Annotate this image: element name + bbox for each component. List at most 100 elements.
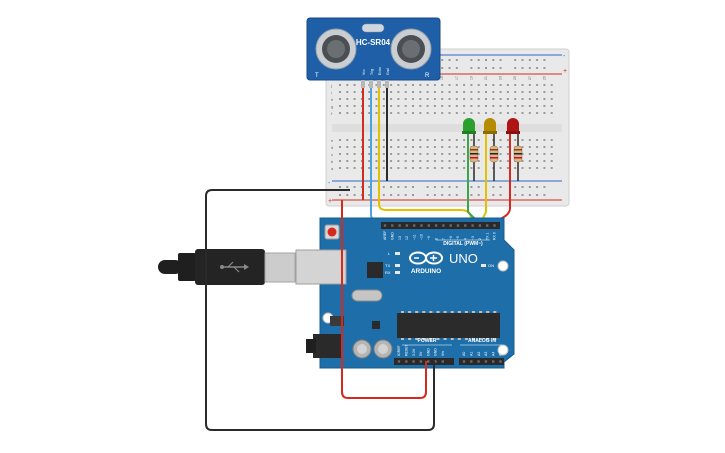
power-pin[interactable] — [405, 360, 408, 363]
power-pin[interactable] — [434, 360, 437, 363]
column-number: 25 — [513, 76, 517, 80]
analog-label: ANALOG IN — [468, 338, 496, 344]
column-number: 19 — [469, 76, 473, 80]
column-number: 29 — [542, 76, 546, 80]
digital-pin-label: 7 — [442, 238, 446, 240]
rail-bottom-plus: + — [328, 198, 332, 205]
digital-pin[interactable] — [471, 224, 474, 227]
power-pin[interactable] — [419, 360, 423, 363]
column-number: 15 — [440, 76, 444, 80]
analog-pin[interactable] — [462, 360, 466, 363]
wire-gnd[interactable] — [205, 189, 435, 431]
usb-port — [295, 249, 347, 285]
digital-pin[interactable] — [405, 224, 409, 227]
led-rx-indicator — [395, 271, 400, 274]
digital-pin[interactable] — [434, 224, 438, 227]
digital-pin[interactable] — [456, 224, 460, 227]
digital-pin[interactable] — [391, 224, 394, 227]
row-letter-bottom: d — [331, 145, 333, 150]
analog-pin-label: A3 — [484, 352, 488, 356]
digital-label: DIGITAL (PWM~) — [443, 241, 483, 247]
row-letter-bottom: a — [331, 166, 334, 171]
row-letter-bottom: c — [331, 152, 333, 157]
wire-5v[interactable] — [341, 200, 427, 399]
digital-pin-label: ~9 — [427, 236, 431, 240]
power-pin[interactable] — [441, 360, 444, 363]
rail-top-minus: - — [563, 53, 566, 60]
analog-pin[interactable] — [470, 360, 473, 363]
power-pin-label: GND — [434, 348, 438, 356]
digital-pin-label: 4 — [464, 238, 468, 240]
led-yellow — [483, 118, 497, 134]
led-on-label: ON — [488, 263, 494, 268]
power-pin-label: 5V — [419, 351, 423, 356]
sensor-pin-vcc: Vcc — [362, 69, 366, 75]
power-header — [394, 358, 454, 365]
led-l-indicator — [395, 252, 400, 255]
reset-button[interactable] — [324, 224, 340, 240]
column-number: 17 — [455, 76, 459, 80]
digital-pin-label: 8 — [434, 238, 438, 240]
power-pin-label: RESET — [405, 343, 409, 356]
microcontroller-chip — [397, 311, 500, 340]
analog-pin-label: A4 — [491, 352, 495, 356]
column-number: 23 — [499, 76, 503, 80]
digital-header — [381, 222, 500, 229]
sensor-pin-trig: Trig — [370, 69, 374, 75]
digital-pin-label: 12 — [405, 236, 409, 240]
analog-header — [459, 358, 504, 365]
power-pin-label: GND — [426, 348, 430, 356]
row-letter-top: j — [330, 83, 332, 88]
digital-pin[interactable] — [478, 224, 482, 227]
transducer-left — [315, 28, 357, 70]
analog-pin[interactable] — [484, 360, 488, 363]
column-number: 21 — [484, 76, 488, 80]
power-jack[interactable] — [313, 334, 343, 358]
digital-pin[interactable] — [442, 224, 445, 227]
power-pin[interactable] — [412, 360, 415, 363]
digital-pin[interactable] — [464, 224, 467, 227]
sensor-pin-echo: Echo — [378, 67, 382, 75]
digital-pin-label: ~6 — [449, 236, 453, 240]
power-pin-label: 3.3V — [412, 348, 416, 356]
analog-pin-label: A1 — [470, 352, 474, 356]
led-on-indicator — [481, 264, 486, 267]
sensor-pin-labels: Vcc Trig Echo Gnd — [362, 67, 390, 75]
led-tx-label: TX — [385, 263, 390, 268]
digital-pin-label: 13 — [398, 236, 402, 240]
power-label: POWER — [418, 338, 437, 344]
digital-pin-label: ~11 — [412, 234, 416, 240]
digital-pin[interactable] — [427, 224, 430, 227]
power-pin[interactable] — [397, 360, 401, 363]
transducer-right — [390, 28, 432, 70]
led-rx-label: RX — [385, 270, 391, 275]
column-number: 27 — [528, 76, 532, 80]
led-green — [462, 118, 476, 134]
digital-pin[interactable] — [413, 224, 416, 227]
power-pin[interactable] — [427, 360, 430, 363]
digital-pin[interactable] — [486, 224, 489, 227]
led-tx-indicator — [395, 264, 400, 267]
usb-chip — [367, 262, 383, 278]
usb-cable[interactable] — [158, 249, 296, 285]
digital-pin[interactable] — [420, 224, 423, 227]
analog-pin[interactable] — [477, 360, 480, 363]
digital-pin[interactable] — [493, 224, 496, 227]
digital-pin[interactable] — [449, 224, 452, 227]
sensor-mark-t: T — [315, 73, 319, 79]
analog-pin-label: A0 — [462, 352, 466, 356]
arduino-model: UNO — [449, 251, 478, 266]
digital-pin[interactable] — [398, 224, 401, 227]
ultrasonic-sensor[interactable]: HC-SR04 T R Vcc Trig Echo Gnd — [306, 17, 441, 88]
power-pin-label: IOREF — [397, 345, 401, 356]
digital-pin[interactable] — [383, 224, 387, 227]
row-letter-top: f — [331, 111, 333, 116]
digital-pin-label: AREF — [383, 231, 387, 240]
arduino-logo-icon — [409, 251, 443, 265]
analog-pin-label: A2 — [477, 352, 481, 356]
analog-pin[interactable] — [499, 360, 502, 363]
analog-pin[interactable] — [492, 360, 495, 363]
sensor-label: HC-SR04 — [356, 38, 391, 47]
